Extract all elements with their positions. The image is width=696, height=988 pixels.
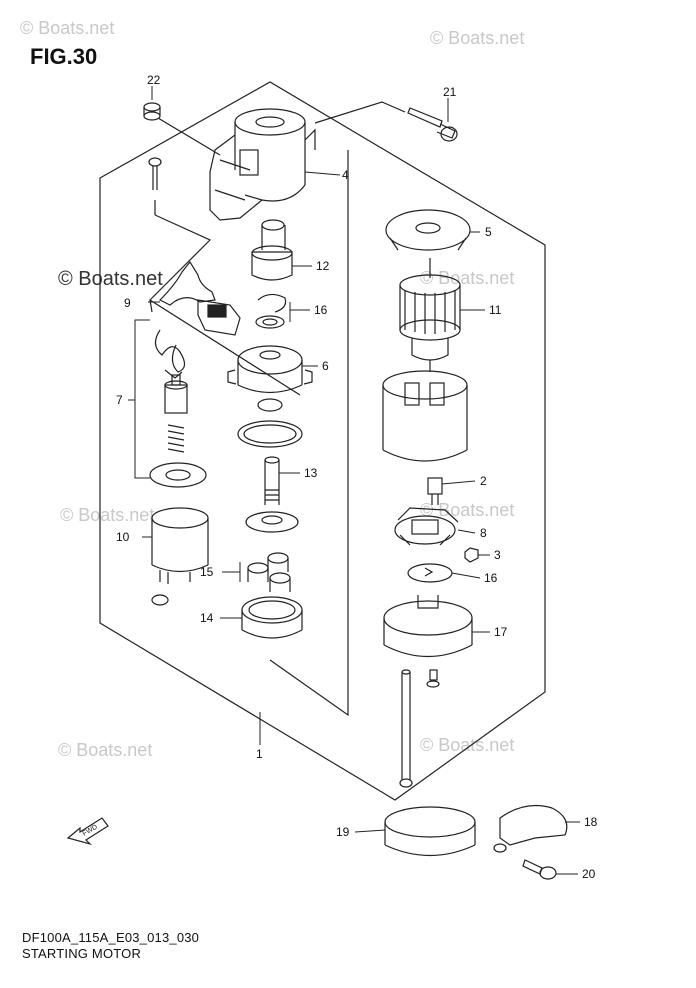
clip-16 bbox=[255, 293, 287, 329]
callout-5: 5 bbox=[485, 225, 492, 239]
callout-16a: 16 bbox=[314, 303, 328, 317]
callout-7: 7 bbox=[116, 393, 123, 407]
o-ring bbox=[237, 398, 303, 448]
end-cover-17 bbox=[383, 595, 473, 658]
watermark: © Boats.net bbox=[420, 500, 515, 520]
plunger bbox=[164, 374, 188, 414]
watermark: © Boats.net bbox=[58, 740, 153, 760]
watermark: © Boats.net bbox=[420, 268, 515, 288]
screw bbox=[148, 157, 162, 190]
spring-7 bbox=[154, 329, 186, 379]
yoke bbox=[382, 370, 468, 462]
callout-18: 18 bbox=[584, 815, 598, 829]
callout-6: 6 bbox=[322, 359, 329, 373]
callout-2: 2 bbox=[480, 474, 487, 488]
callout-21: 21 bbox=[443, 85, 457, 99]
ring-gear-14 bbox=[241, 596, 303, 639]
assembly-boundary-inner bbox=[269, 150, 349, 717]
callout-10: 10 bbox=[116, 530, 130, 544]
watermark: © Boats.net bbox=[60, 505, 155, 525]
callout-4: 4 bbox=[342, 168, 349, 182]
fwd-arrow: FWD bbox=[66, 817, 109, 846]
gasket-plate bbox=[149, 462, 207, 488]
assembly-boundary-outer bbox=[99, 81, 546, 801]
armature-11 bbox=[399, 258, 461, 372]
washer-16 bbox=[407, 563, 453, 583]
watermark: © Boats.net bbox=[430, 28, 525, 48]
brush-block bbox=[197, 299, 241, 336]
watermark: © Boats.net bbox=[420, 735, 515, 755]
callout-14: 14 bbox=[200, 611, 214, 625]
brush-holder-8 bbox=[394, 507, 459, 546]
pinion-12 bbox=[251, 219, 293, 281]
watermark: © Boats.net bbox=[20, 18, 115, 38]
callout-12: 12 bbox=[316, 259, 330, 273]
callout-1: 1 bbox=[256, 747, 263, 761]
callout-11: 11 bbox=[489, 303, 502, 317]
callout-15: 15 bbox=[200, 565, 214, 579]
plate-5 bbox=[385, 209, 471, 251]
bolt-20 bbox=[522, 859, 557, 880]
shaft-13 bbox=[245, 456, 299, 533]
spring bbox=[167, 424, 185, 453]
band-19 bbox=[384, 806, 476, 857]
gear-housing-6 bbox=[227, 345, 313, 394]
callout-numbers: 22 21 4 5 12 9 16 11 6 7 13 2 8 10 3 15 … bbox=[116, 73, 598, 881]
bolt-21 bbox=[407, 107, 458, 142]
figure-title: FIG.30 bbox=[30, 44, 98, 69]
nut-3 bbox=[464, 547, 479, 563]
callout-8: 8 bbox=[480, 526, 487, 540]
callout-17: 17 bbox=[494, 625, 508, 639]
small-screw bbox=[426, 669, 440, 688]
callout-19: 19 bbox=[336, 825, 350, 839]
callout-13: 13 bbox=[304, 466, 318, 480]
callout-3: 3 bbox=[494, 548, 501, 562]
figure-name: STARTING MOTOR bbox=[22, 946, 142, 961]
bushing-22 bbox=[143, 102, 161, 121]
callout-leaders bbox=[128, 86, 580, 875]
bolt-leader bbox=[314, 101, 406, 124]
clamp-18 bbox=[493, 805, 568, 853]
callout-9: 9 bbox=[124, 296, 131, 310]
leader-lines bbox=[149, 117, 301, 396]
callout-20: 20 bbox=[582, 867, 596, 881]
watermark: © Boats.net bbox=[58, 268, 163, 290]
lever-9 bbox=[158, 260, 216, 306]
figure-code: DF100A_115A_E03_013_030 bbox=[22, 930, 200, 945]
callout-16b: 16 bbox=[484, 571, 498, 585]
callout-22: 22 bbox=[147, 73, 161, 87]
brush-2 bbox=[427, 477, 443, 505]
housing-4 bbox=[209, 108, 316, 221]
gears-15 bbox=[247, 552, 291, 592]
solenoid-10 bbox=[151, 507, 209, 606]
through-bolt bbox=[399, 669, 413, 788]
